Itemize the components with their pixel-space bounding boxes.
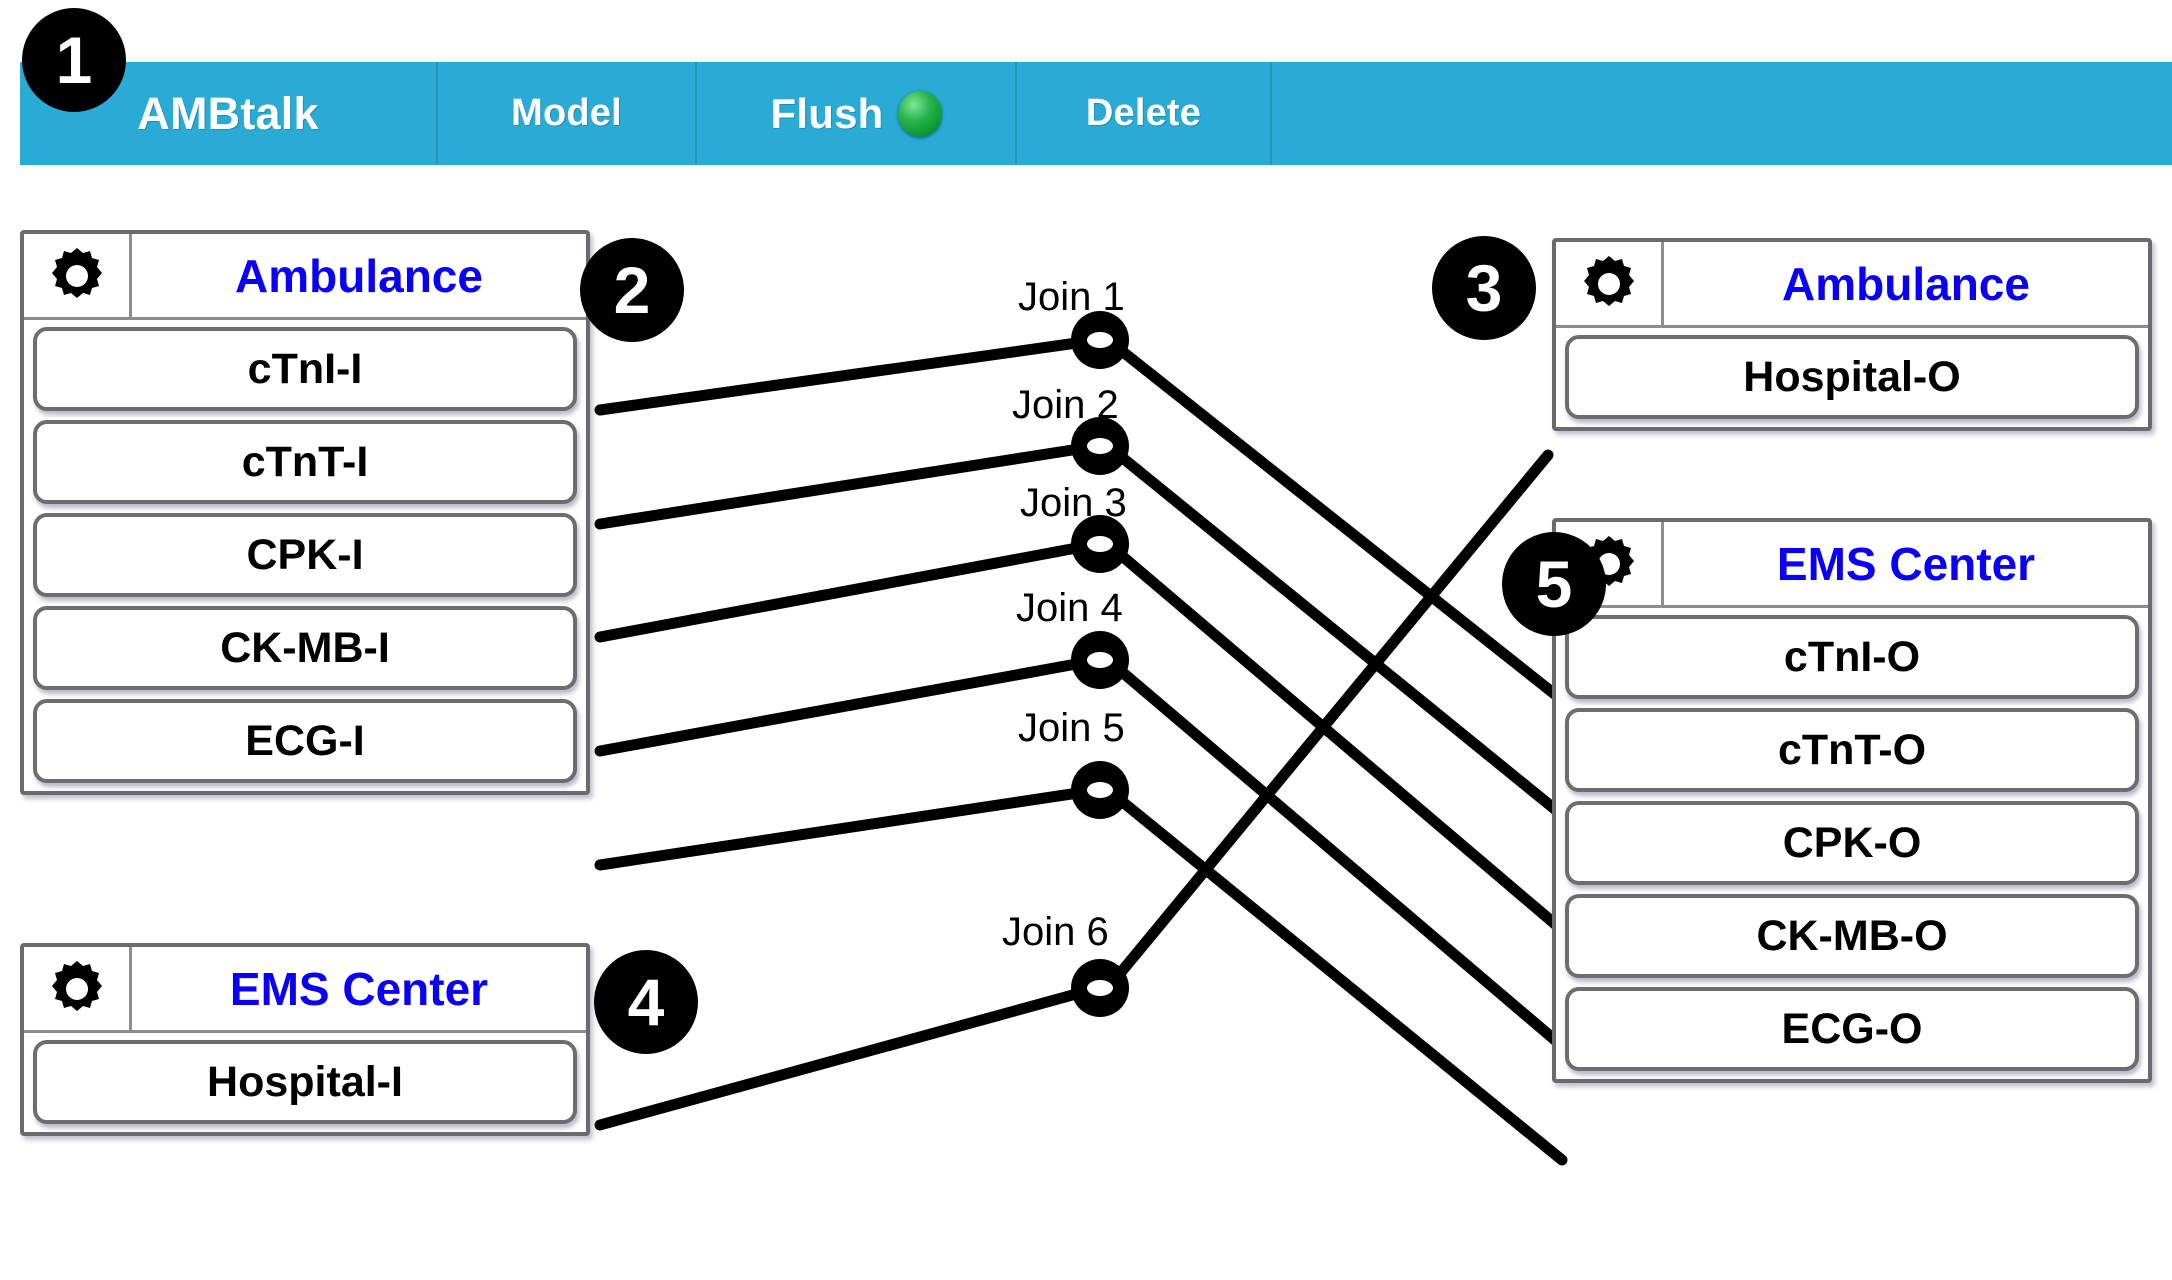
toolbar-item-model[interactable]: Model [438,62,697,165]
gear-button-ambulance-left[interactable] [24,234,132,317]
port-cpk-i[interactable]: CPK-I [33,513,577,597]
port-ctnt-o[interactable]: cTnT-O [1565,708,2139,792]
port-ckmb-i[interactable]: CK-MB-I [33,606,577,690]
panel-ambulance-left-body: cTnI-I cTnT-I CPK-I CK-MB-I ECG-I [24,320,586,783]
toolbar-item-delete[interactable]: Delete [1017,62,1272,165]
gear-button-ems-center-left[interactable] [24,947,132,1030]
join-node-4 [1071,631,1129,689]
port-ctnt-i[interactable]: cTnT-I [33,420,577,504]
panel-ems-center-left-header: EMS Center [24,947,586,1033]
join-node-5 [1071,761,1129,819]
panel-ambulance-right: Ambulance Hospital-O [1552,238,2152,431]
panel-ambulance-left-header: Ambulance [24,234,586,320]
panel-ems-center-left: EMS Center Hospital-I [20,943,590,1136]
wire-join6-to-hospital-o [1102,449,1554,994]
toolbar-empty-area [1272,62,2172,165]
wire-join3-to-cpk-o [1102,538,1568,936]
gear-button-ambulance-right[interactable] [1556,242,1664,325]
toolbar-item-flush[interactable]: Flush [697,62,1017,165]
panel-ambulance-left-title: Ambulance [235,249,483,302]
wire-join5-to-ecg-o [1102,784,1568,1166]
callout-badge-4: 4 [594,950,698,1054]
port-ecg-i[interactable]: ECG-I [33,699,577,783]
port-ecg-o[interactable]: ECG-O [1565,987,2139,1071]
join-label-6[interactable]: Join 6 [1002,910,1109,954]
port-hospital-o[interactable]: Hospital-O [1565,335,2139,419]
callout-badge-3: 3 [1432,236,1536,340]
panel-ems-center-right-header: EMS Center [1556,522,2148,608]
wire-join4-to-ckmb-o [1102,654,1568,1052]
join-label-2[interactable]: Join 2 [1012,383,1119,427]
panel-ambulance-right-header: Ambulance [1556,242,2148,328]
callout-badge-2: 2 [580,238,684,342]
join-label-1[interactable]: Join 1 [1018,275,1125,319]
panel-ems-center-right-title: EMS Center [1776,537,2036,590]
gear-icon [1583,255,1634,306]
toolbar-item-delete-label: Delete [1085,92,1202,134]
panel-ambulance-left: Ambulance cTnI-I cTnT-I CPK-I CK-MB-I EC… [20,230,590,795]
join-label-5[interactable]: Join 5 [1018,706,1125,750]
panel-ambulance-right-title: Ambulance [1782,257,2030,310]
port-ckmb-o[interactable]: CK-MB-O [1565,894,2139,978]
port-ctni-i[interactable]: cTnI-I [33,327,577,411]
panel-ambulance-right-body: Hospital-O [1556,328,2148,419]
join-label-4[interactable]: Join 4 [1016,586,1123,630]
toolbar: AMBtalk Model Flush Delete [20,62,2172,165]
toolbar-item-ambtalk[interactable]: AMBtalk [20,62,438,165]
callout-badge-5: 5 [1502,532,1606,636]
panel-ems-center-left-title: EMS Center [229,962,489,1015]
join-label-3[interactable]: Join 3 [1020,481,1127,525]
port-ctni-o[interactable]: cTnI-O [1565,615,2139,699]
callout-badge-1: 1 [22,8,126,112]
panel-ems-center-right-body: cTnI-O cTnT-O CPK-O CK-MB-O ECG-O [1556,608,2148,1071]
toolbar-item-ambtalk-label: AMBtalk [137,87,319,139]
toolbar-item-flush-label: Flush [770,89,884,137]
panel-ems-center-right: EMS Center cTnI-O cTnT-O CPK-O CK-MB-O E… [1552,518,2152,1083]
wire-join1-to-ctni-o [1102,334,1568,706]
wire-join2-to-ctnt-o [1102,440,1568,821]
toolbar-item-model-label: Model [511,92,622,134]
port-cpk-o[interactable]: CPK-O [1565,801,2139,885]
join-node-6 [1071,959,1129,1017]
port-hospital-i[interactable]: Hospital-I [33,1040,577,1124]
wire-ecg-i-to-join5 [594,784,1104,871]
gear-icon [51,960,102,1011]
panel-ems-center-left-body: Hospital-I [24,1033,586,1124]
status-led-icon [897,90,942,137]
gear-icon [51,247,102,298]
